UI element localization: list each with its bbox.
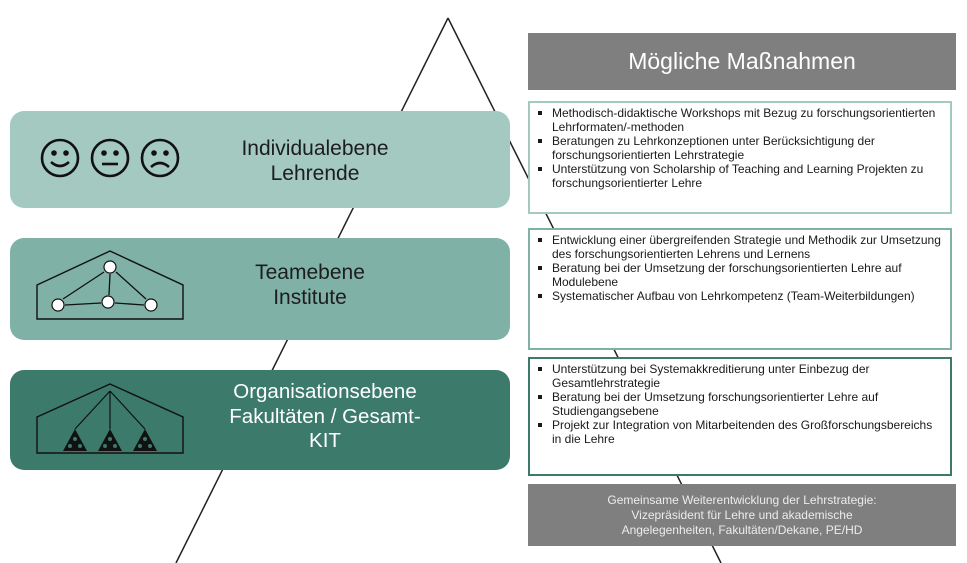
footer-line1: Gemeinsame Weiterentwicklung der Lehrstr… [607, 492, 877, 507]
level-organization-line3: KIT [309, 429, 341, 453]
footer-line2: Vizepräsident für Lehre und akademische [631, 507, 853, 522]
level-individual-line1: Individualebene [241, 137, 389, 160]
team-network-icon [36, 250, 184, 320]
measure-item: Systematischer Aufbau von Lehrkompetenz … [538, 289, 944, 303]
measure-item: Unterstützung bei Systemakkreditierung u… [538, 362, 944, 390]
level-organization-line1: Organisationsebene [233, 380, 417, 403]
smiley-neutral-icon [90, 138, 130, 178]
measure-item: Beratungen zu Lehrkonzeptionen unter Ber… [538, 134, 944, 162]
level-individual-label: Individualebene Lehrende [215, 137, 415, 187]
measures-box-team: Entwicklung einer übergreifenden Strateg… [528, 228, 952, 350]
organization-tree-icon [36, 383, 184, 454]
level-organization-band: Organisationsebene Fakultäten / Gesamt- … [10, 370, 510, 470]
level-organization-label: Organisationsebene Fakultäten / Gesamt- … [180, 380, 470, 454]
measure-item: Projekt zur Integration von Mitarbeitend… [538, 418, 944, 446]
smiley-group-icon [40, 138, 180, 178]
measure-item: Beratung bei der Umsetzung der forschung… [538, 261, 944, 289]
smiley-happy-icon [40, 138, 80, 178]
level-team-line2: Institute [273, 285, 347, 309]
level-individual-band: Individualebene Lehrende [10, 111, 510, 208]
level-team-band: Teamebene Institute [10, 238, 510, 340]
smiley-sad-icon [140, 138, 180, 178]
measure-item: Entwicklung einer übergreifenden Strateg… [538, 233, 944, 261]
level-organization-line2: Fakultäten / Gesamt- [229, 404, 421, 428]
measure-item: Unterstützung von Scholarship of Teachin… [538, 162, 944, 190]
measures-box-organization: Unterstützung bei Systemakkreditierung u… [528, 357, 952, 476]
footer-line3: Angelegenheiten, Fakultäten/Dekane, PE/H… [621, 522, 863, 537]
strategy-footer: Gemeinsame Weiterentwicklung der Lehrstr… [528, 484, 956, 546]
measure-item: Beratung bei der Umsetzung forschungsori… [538, 390, 944, 418]
level-team-label: Teamebene Institute [210, 261, 410, 311]
level-team-line1: Teamebene [255, 261, 365, 284]
measures-header: Mögliche Maßnahmen [528, 33, 956, 90]
measures-box-individual: Methodisch-didaktische Workshops mit Bez… [528, 101, 952, 214]
level-individual-line2: Lehrende [270, 161, 360, 185]
measure-item: Methodisch-didaktische Workshops mit Bez… [538, 106, 944, 134]
